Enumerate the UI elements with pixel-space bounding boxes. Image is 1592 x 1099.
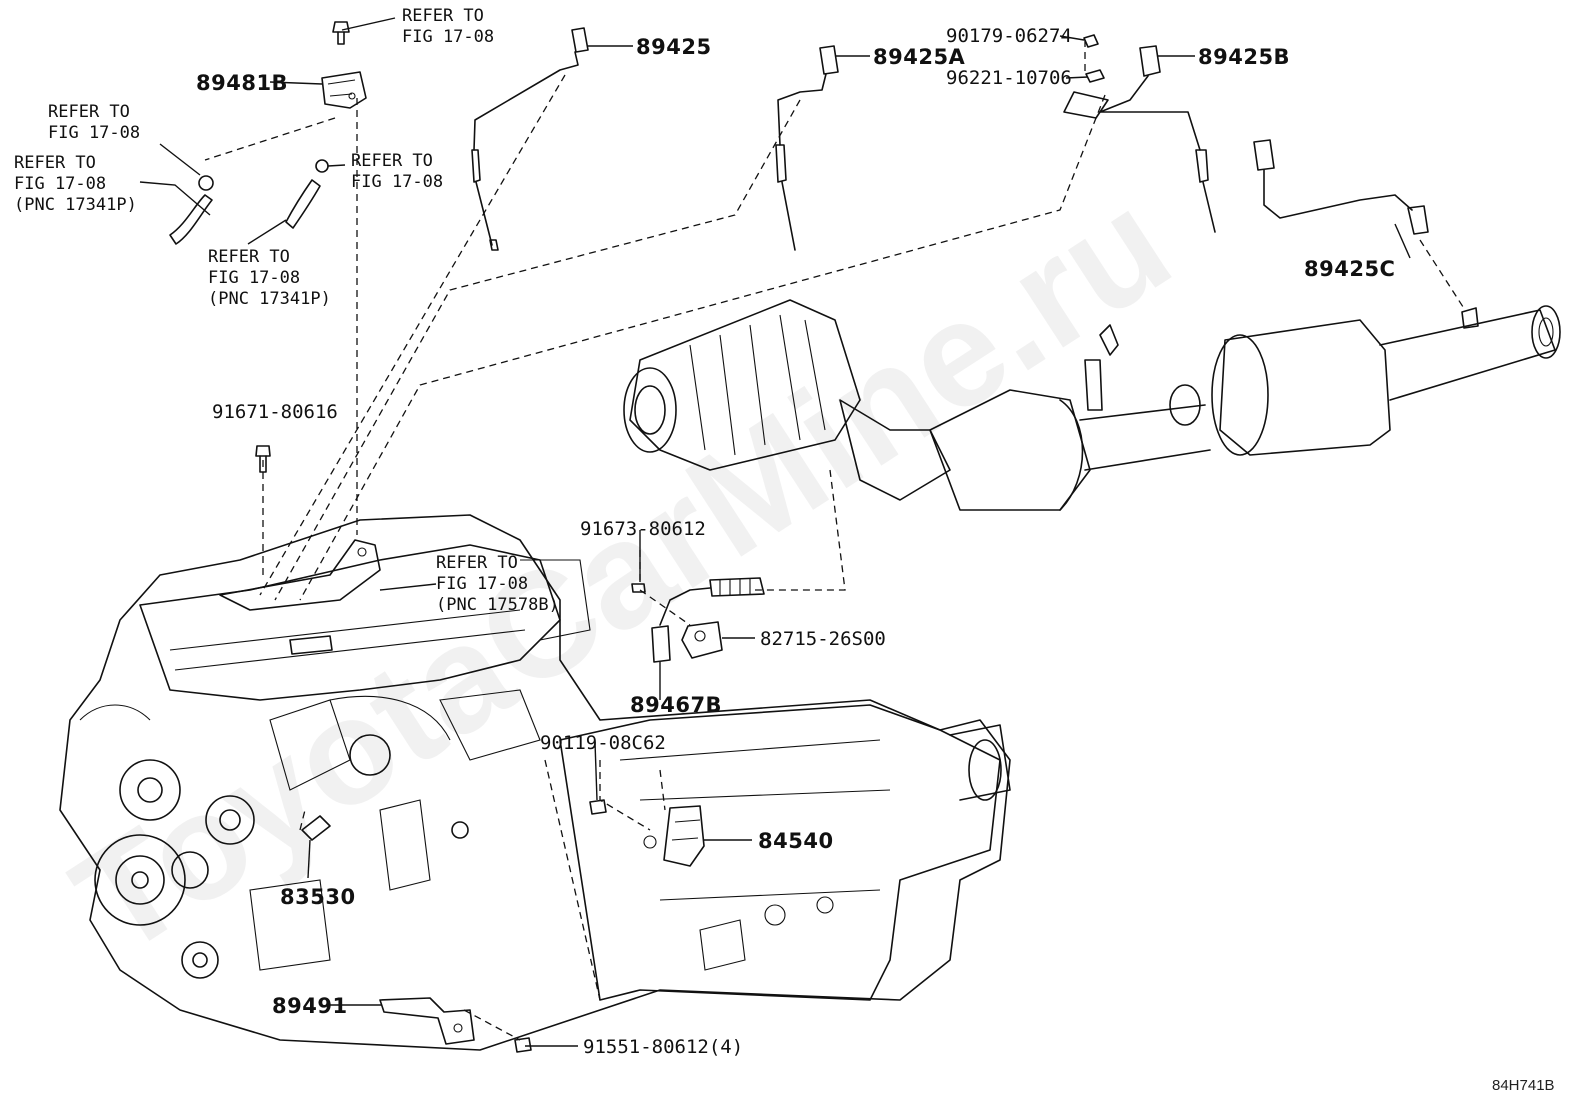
transmission xyxy=(559,704,1011,1001)
part-number-89467b: 89467B xyxy=(630,693,722,717)
refer-label-hose-b: FIG 17-08 xyxy=(208,268,300,288)
bolt-top-left xyxy=(332,21,350,45)
clamp-96221 xyxy=(1085,69,1105,83)
switch-83530 xyxy=(301,815,331,841)
refer-label-top-1: REFER TO xyxy=(402,6,484,26)
sensor-89425 xyxy=(471,27,589,251)
vacuum-hose-left xyxy=(169,175,214,245)
refer-label-bracket-a: REFER TO xyxy=(436,553,518,573)
gasket-82715 xyxy=(681,621,723,659)
part-number-91673: 91673-80612 xyxy=(580,518,706,540)
bolt-90119 xyxy=(589,799,607,815)
refer-label-left-2b: FIG 17-08 xyxy=(14,174,106,194)
part-number-89425b: 89425B xyxy=(1198,45,1290,69)
refer-label-bracket-b: FIG 17-08 xyxy=(436,574,528,594)
part-number-91671: 91671-80616 xyxy=(212,401,338,423)
bolt-91673 xyxy=(631,583,646,593)
oxygen-sensor-89467b xyxy=(651,577,765,663)
refer-label-top-2: FIG 17-08 xyxy=(402,27,494,47)
refer-label-mid-a: REFER TO xyxy=(351,151,433,171)
part-number-96221: 96221-10706 xyxy=(946,67,1072,89)
part-number-90179: 90179-06274 xyxy=(946,25,1072,47)
sensor-89425b xyxy=(1063,45,1216,233)
refer-label-bracket-c: (PNC 17578B) xyxy=(436,595,559,615)
part-number-89491: 89491 xyxy=(272,994,348,1018)
part-number-82715: 82715-26S00 xyxy=(760,628,886,650)
clip-90179 xyxy=(1083,34,1099,48)
part-number-89425a: 89425A xyxy=(873,45,966,69)
refer-label-left-1a: REFER TO xyxy=(48,102,130,122)
refer-label-left-2c: (PNC 17341P) xyxy=(14,195,137,215)
bolt-91551 xyxy=(514,1037,532,1053)
engine-block xyxy=(59,514,1011,1051)
dashed-guide-lines xyxy=(204,40,1466,1041)
sensor-89425c xyxy=(1253,139,1429,235)
part-number-84540: 84540 xyxy=(758,829,834,853)
sensor-89491 xyxy=(379,997,475,1045)
refer-label-mid-b: FIG 17-08 xyxy=(351,172,443,192)
part-number-90119: 90119-08C62 xyxy=(540,732,666,754)
refer-label-left-1b: FIG 17-08 xyxy=(48,123,140,143)
bolt-91671 xyxy=(255,445,271,473)
sensor-89425a xyxy=(775,45,839,251)
part-number-89425: 89425 xyxy=(636,35,712,59)
vacuum-hose-middle xyxy=(285,159,329,229)
figure-code: 84H741B xyxy=(1492,1077,1555,1094)
part-number-89425c: 89425C xyxy=(1304,257,1395,281)
refer-label-hose-c: (PNC 17341P) xyxy=(208,289,331,309)
sensor-84540 xyxy=(643,805,705,867)
part-number-89481b: 89481B xyxy=(196,71,288,95)
labels: REFER TO FIG 17-08 89481B REFER TO FIG 1… xyxy=(14,6,1555,1094)
part-number-83530: 83530 xyxy=(280,885,356,909)
refer-label-left-2a: REFER TO xyxy=(14,153,96,173)
leader-lines xyxy=(139,17,1411,1047)
refer-label-hose-a: REFER TO xyxy=(208,247,290,267)
sensor-89481b xyxy=(321,71,367,109)
part-number-91551: 91551-80612(4) xyxy=(583,1036,743,1058)
exhaust-assembly xyxy=(623,299,1561,511)
